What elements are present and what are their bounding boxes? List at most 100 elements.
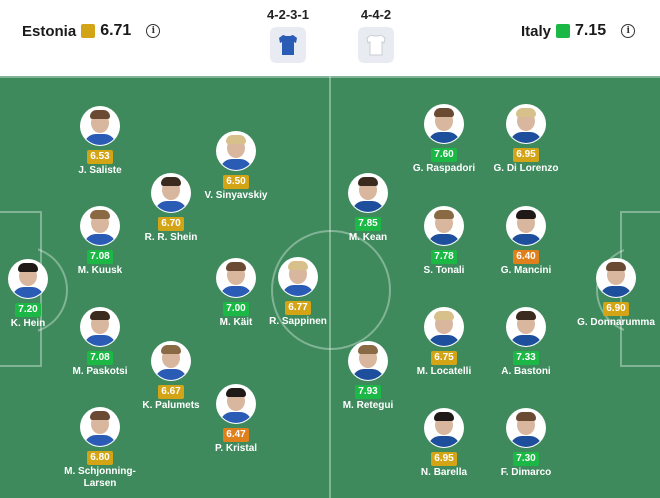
player-name: G. Donnarumma bbox=[577, 317, 655, 328]
player-name: M. Paskotsi bbox=[72, 366, 128, 377]
away-team-summary: Italy 7.15 i bbox=[521, 22, 636, 40]
player-rating-badge: 7.08 bbox=[87, 250, 113, 264]
player-rating-badge: 6.50 bbox=[223, 175, 249, 189]
player-avatar bbox=[424, 104, 464, 144]
player-rating-badge: 7.20 bbox=[15, 303, 41, 317]
player-avatar bbox=[348, 173, 388, 213]
player-name: V. Sinyavskiy bbox=[204, 190, 268, 201]
away-rating-swatch bbox=[556, 24, 571, 38]
player-avatar bbox=[596, 258, 636, 298]
away-formation-label: 4-4-2 bbox=[360, 7, 392, 22]
player-rating-badge: 6.67 bbox=[158, 385, 184, 399]
player-rating-badge: 6.47 bbox=[223, 428, 249, 442]
home-formation: 4-2-3-1 bbox=[263, 7, 313, 63]
player-rating-badge: 6.77 bbox=[285, 301, 311, 315]
player-rating-badge: 6.75 bbox=[431, 351, 457, 365]
player-name: R. R. Shein bbox=[144, 232, 198, 243]
player-rating-badge: 7.78 bbox=[431, 250, 457, 264]
player-name: K. Hein bbox=[10, 318, 46, 329]
player-name: P. Kristal bbox=[214, 443, 258, 454]
away-shirt-icon bbox=[358, 27, 394, 63]
player-name: K. Palumets bbox=[142, 400, 200, 411]
player-name: M. Kean bbox=[348, 232, 388, 243]
player-name: N. Barella bbox=[420, 467, 468, 478]
player-rating-badge: 7.30 bbox=[513, 452, 539, 466]
player-avatar bbox=[424, 307, 464, 347]
player-name: R. Sappinen bbox=[269, 316, 327, 327]
player-rating-badge: 7.85 bbox=[355, 217, 381, 231]
player-avatar bbox=[278, 257, 318, 297]
player-avatar bbox=[80, 106, 120, 146]
player-rating-badge: 7.33 bbox=[513, 351, 539, 365]
player-name: A. Bastoni bbox=[501, 366, 551, 377]
player-avatar bbox=[151, 173, 191, 213]
home-rating-swatch bbox=[81, 24, 96, 38]
player-name: G. Mancini bbox=[500, 265, 552, 276]
player-rating-badge: 7.00 bbox=[223, 302, 249, 316]
home-team-name: Estonia bbox=[22, 22, 77, 40]
player-name: M. Kuusk bbox=[77, 265, 123, 276]
player-rating-badge: 6.70 bbox=[158, 217, 184, 231]
player-name: G. Di Lorenzo bbox=[493, 163, 559, 174]
away-team-name: Italy bbox=[521, 22, 552, 40]
player-name: M. Locatelli bbox=[416, 366, 472, 377]
player-rating-badge: 7.08 bbox=[87, 351, 113, 365]
player-avatar bbox=[151, 341, 191, 381]
player-name: M. Käit bbox=[219, 317, 253, 328]
player-avatar bbox=[8, 259, 48, 299]
player-avatar bbox=[506, 408, 546, 448]
player-name: M. Retegui bbox=[342, 400, 394, 411]
player-name: G. Raspadori bbox=[412, 163, 476, 174]
player-avatar bbox=[216, 384, 256, 424]
away-team-rating: 7.15 bbox=[575, 22, 607, 39]
home-info-icon[interactable]: i bbox=[146, 24, 161, 38]
player-rating-badge: 6.95 bbox=[513, 148, 539, 162]
pitch-top-line bbox=[0, 76, 660, 78]
player-avatar bbox=[80, 307, 120, 347]
player-avatar bbox=[216, 258, 256, 298]
player-avatar bbox=[348, 341, 388, 381]
player-name: J. Saliste bbox=[78, 165, 122, 176]
home-team-rating: 6.71 bbox=[100, 22, 132, 39]
home-team-summary: Estonia 6.71 i bbox=[22, 22, 161, 40]
player-avatar bbox=[424, 408, 464, 448]
player-avatar bbox=[80, 206, 120, 246]
away-formation: 4-4-2 bbox=[351, 7, 401, 63]
match-header: Estonia 6.71 i 4-2-3-1 4-4-2 Italy 7.15 … bbox=[0, 0, 660, 76]
player-rating-badge: 6.40 bbox=[513, 250, 539, 264]
player-name: S. Tonali bbox=[423, 265, 465, 276]
player-avatar bbox=[506, 206, 546, 246]
home-formation-label: 4-2-3-1 bbox=[267, 7, 309, 22]
player-rating-badge: 6.53 bbox=[87, 150, 113, 164]
center-circle bbox=[271, 230, 391, 350]
player-name: F. Dimarco bbox=[500, 467, 552, 478]
player-rating-badge: 6.90 bbox=[603, 302, 629, 316]
player-rating-badge: 7.93 bbox=[355, 385, 381, 399]
player-avatar bbox=[506, 307, 546, 347]
away-info-icon[interactable]: i bbox=[621, 24, 636, 38]
player-avatar bbox=[424, 206, 464, 246]
